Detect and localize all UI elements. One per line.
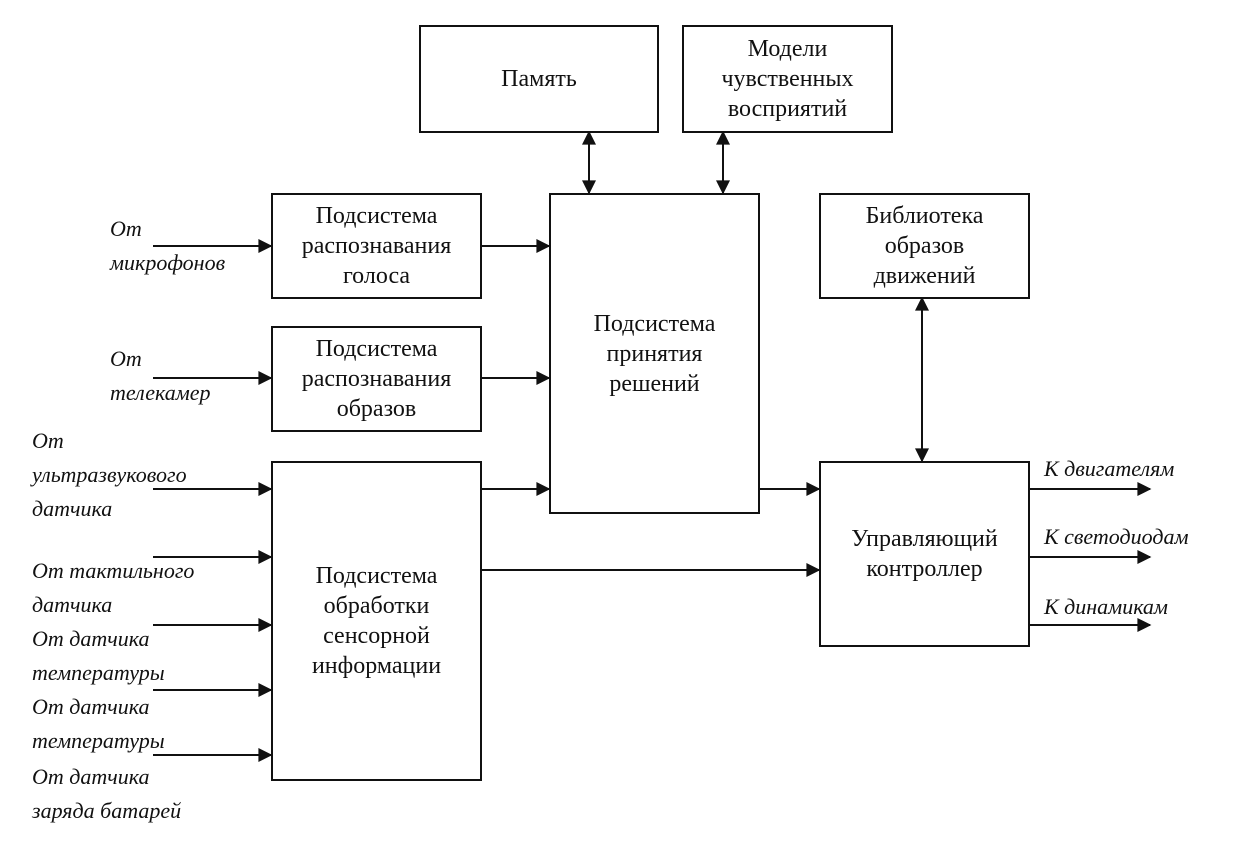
output-label-leds: К светодиодам <box>1044 524 1189 549</box>
output-label-speakers: К динамикам <box>1044 594 1168 619</box>
memory-block: Память <box>419 25 659 133</box>
input-label-microphones: От микрофонов <box>110 216 226 275</box>
input-label-temperature-1: От датчика температуры <box>32 626 165 685</box>
controller-block: Управляющий контроллер <box>819 461 1030 647</box>
input-label-cameras: От телекамер <box>110 346 211 405</box>
output-label-motors: К двигателям <box>1044 456 1175 481</box>
sensor-processing-block: Подсистема обработки сенсорной информаци… <box>271 461 482 781</box>
input-label-ultrasonic: От ультразвукового датчика <box>32 428 187 521</box>
input-label-temperature-2: От датчика температуры <box>32 694 165 753</box>
motion-library-block: Библиотека образов движений <box>819 193 1030 299</box>
perception-models-block: Модели чувственных восприятий <box>682 25 893 133</box>
decision-making-block: Подсистема принятия решений <box>549 193 760 514</box>
voice-recognition-block: Подсистема распознавания голоса <box>271 193 482 299</box>
input-label-battery: От датчика заряда батарей <box>32 764 182 823</box>
input-label-tactile: От тактильного датчика <box>32 558 195 617</box>
image-recognition-block: Подсистема распознавания образов <box>271 326 482 432</box>
